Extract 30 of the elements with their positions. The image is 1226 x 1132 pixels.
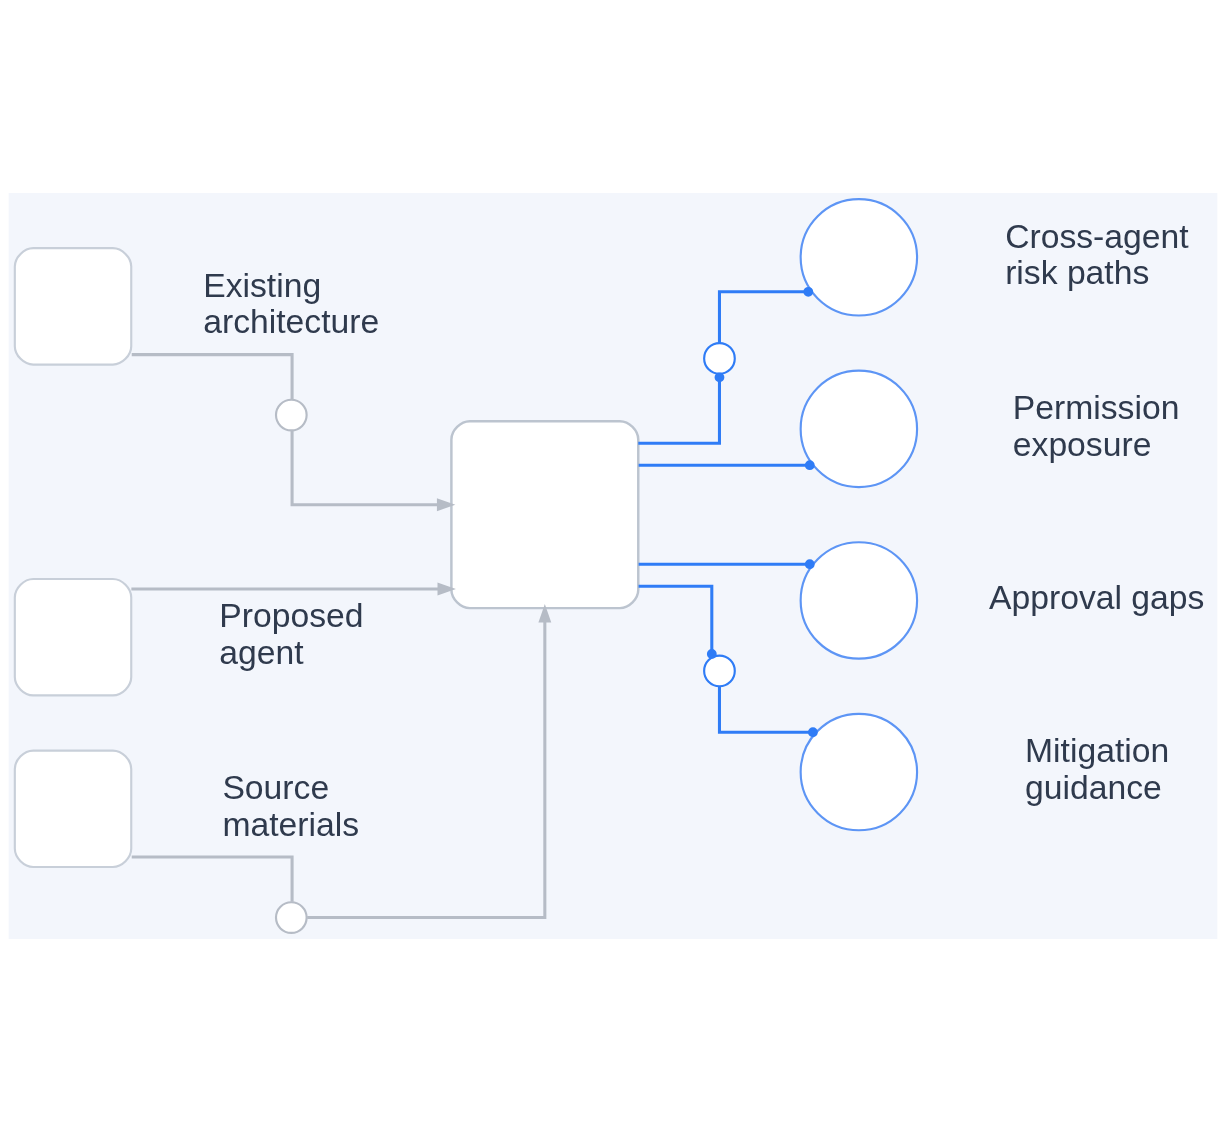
node-circle — [799, 541, 919, 660]
node-box — [13, 749, 133, 869]
node-circle — [703, 654, 736, 688]
connector — [717, 286, 814, 343]
connector — [638, 584, 717, 659]
node-label: Permission exposure — [1012, 388, 1180, 463]
connector — [131, 353, 294, 400]
node-circle — [274, 398, 308, 432]
node-label: Cross-agent risk paths — [1005, 216, 1189, 292]
node-circle — [703, 342, 736, 375]
node-label: Approval gaps — [989, 578, 1205, 617]
connector — [131, 855, 294, 902]
node-box — [450, 420, 640, 610]
arrow — [307, 604, 552, 920]
node-box — [13, 577, 133, 697]
node-label: Existing architecture — [203, 265, 380, 341]
connector — [638, 460, 815, 471]
arrow — [290, 430, 456, 512]
node-circle — [799, 198, 919, 317]
node-label: Source materials — [222, 767, 360, 843]
node-label: Mitigation guidance — [1025, 731, 1170, 806]
connector — [638, 372, 725, 445]
connector — [717, 686, 818, 738]
node-box — [13, 247, 133, 366]
node-circle — [274, 901, 308, 934]
node-circle — [799, 712, 919, 832]
node-circle — [799, 369, 919, 489]
arrow — [131, 582, 456, 596]
connector — [638, 559, 815, 570]
node-label: Proposed agent — [219, 596, 364, 672]
